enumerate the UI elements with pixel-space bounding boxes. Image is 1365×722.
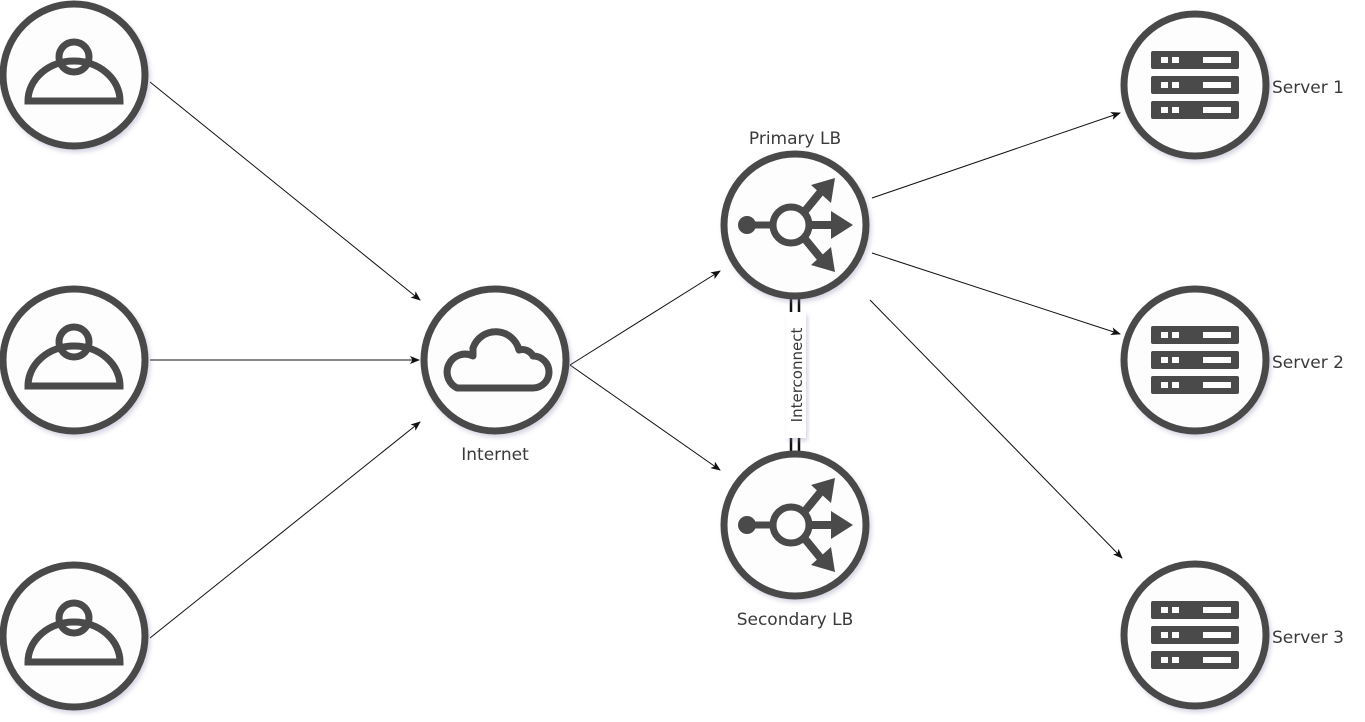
server-3-label: Server 3 bbox=[1272, 628, 1344, 648]
node-user-1[interactable] bbox=[0, 0, 149, 150]
internet-label: Internet bbox=[461, 445, 529, 465]
edge-primary-lb-server3[interactable] bbox=[869, 299, 1123, 559]
edge-internet-secondary-lb[interactable] bbox=[569, 364, 721, 471]
node-server-1[interactable] bbox=[1120, 10, 1270, 160]
node-internet[interactable] bbox=[420, 285, 570, 435]
server-icon bbox=[1151, 326, 1239, 394]
server-icon bbox=[1151, 51, 1239, 119]
node-user-3[interactable] bbox=[0, 561, 149, 711]
server-icon bbox=[1151, 601, 1239, 669]
edges: Interconnect bbox=[149, 81, 1123, 639]
interconnect-label: Interconnect bbox=[788, 328, 806, 423]
server-1-label: Server 1 bbox=[1272, 78, 1344, 98]
secondary-lb-label: Secondary LB bbox=[737, 610, 854, 630]
node-server-3[interactable] bbox=[1120, 560, 1270, 710]
node-primary-lb[interactable] bbox=[720, 150, 870, 300]
node-user-2[interactable] bbox=[0, 285, 149, 435]
edge-user3-internet[interactable] bbox=[149, 421, 421, 639]
node-server-2[interactable] bbox=[1120, 285, 1270, 435]
edge-primary-lb-server2[interactable] bbox=[871, 252, 1121, 336]
edge-primary-lb-server1[interactable] bbox=[871, 112, 1121, 199]
primary-lb-label: Primary LB bbox=[749, 129, 841, 149]
node-secondary-lb[interactable] bbox=[720, 450, 870, 600]
edge-user1-internet[interactable] bbox=[149, 81, 421, 301]
edge-interconnect[interactable]: Interconnect bbox=[786, 298, 806, 452]
server-2-label: Server 2 bbox=[1272, 353, 1344, 373]
edge-internet-primary-lb[interactable] bbox=[569, 270, 721, 366]
